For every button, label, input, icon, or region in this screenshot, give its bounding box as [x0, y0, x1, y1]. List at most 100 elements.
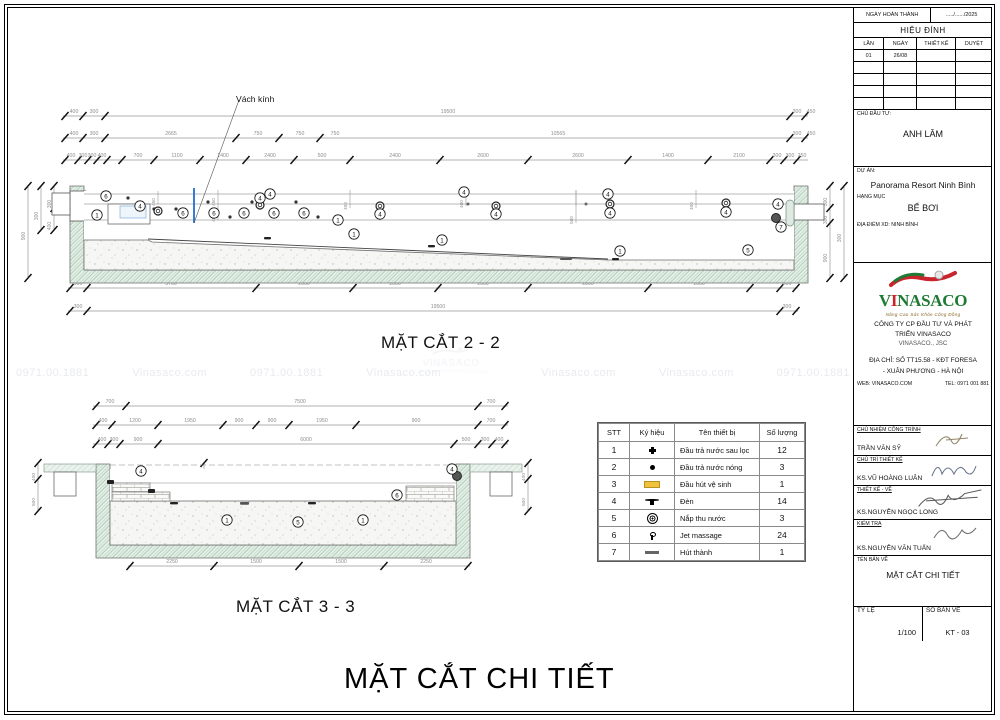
- completion-value: ...../....../2025: [945, 12, 978, 18]
- legend-no: 2: [598, 458, 630, 476]
- revision-ngay: [884, 86, 918, 97]
- svg-text:700: 700: [487, 418, 496, 424]
- svg-text:750: 750: [296, 131, 305, 137]
- drawing-name-block: TÊN BẢN VẼ MẶT CẮT CHI TIẾT: [854, 556, 992, 607]
- svg-text:2250: 2250: [420, 559, 432, 565]
- signature-mark: [935, 433, 969, 447]
- svg-text:400: 400: [70, 131, 79, 137]
- legend-qty: 1: [759, 475, 805, 493]
- scale-cell: TỶ LỆ 1/100: [854, 607, 923, 641]
- svg-text:1400: 1400: [662, 153, 674, 159]
- svg-text:2600: 2600: [572, 153, 584, 159]
- project-label: DỰ ÁN:: [857, 168, 876, 174]
- owner-label: CHỦ ĐẦU TƯ:: [857, 111, 892, 117]
- svg-text:2400: 2400: [264, 153, 276, 159]
- svg-text:6: 6: [104, 193, 108, 200]
- svg-text:4: 4: [494, 211, 498, 218]
- legend-name: Đầu trả nước nóng: [674, 458, 760, 476]
- company-name-line2: TRIỂN VINASACO: [895, 330, 951, 338]
- legend-row: 2 Đầu trả nước nóng 3: [598, 458, 805, 476]
- svg-text:4: 4: [606, 191, 610, 198]
- svg-text:4: 4: [139, 468, 143, 475]
- title-block: NGÀY HOÀN THÀNH ...../....../2025 HIỆU Đ…: [853, 8, 992, 711]
- signature-role: CHỦ NHIỆM CÔNG TRÌNH: [857, 427, 921, 433]
- svg-text:4: 4: [258, 195, 262, 202]
- svg-text:1950: 1950: [316, 418, 328, 424]
- item-value: BỂ BƠI: [907, 203, 939, 213]
- item-label: HẠNG MỤC: [857, 194, 886, 200]
- svg-text:400: 400: [459, 200, 464, 208]
- company-telephone: TEL: 0971 001 881: [944, 381, 989, 388]
- signature-name: KS.VŨ HOÀNG LUÂN: [857, 475, 923, 482]
- svg-text:2665: 2665: [165, 131, 177, 137]
- legend-header-name: Tên thiết bị: [674, 423, 760, 442]
- svg-text:6: 6: [212, 210, 216, 217]
- signature-name: KS.NGUYỄN VĂN TUẤN: [857, 545, 931, 552]
- legend-name: Đầu hút vệ sinh: [674, 475, 760, 493]
- revision-thietke: [917, 98, 957, 109]
- legend-row: 3 Đầu hút vệ sinh 1: [598, 475, 805, 493]
- company-website: WEB: VINASACO.COM: [857, 381, 913, 388]
- glass-wall-annotation: Vách kính: [236, 94, 275, 104]
- signature-block-thiet-ke: THIẾT KẾ - VẼ KS.NGUYỄN NGỌC LONG: [854, 486, 992, 520]
- svg-text:400: 400: [521, 473, 527, 481]
- legend-qty: 14: [759, 492, 805, 510]
- signature-role: THIẾT KẾ - VẼ: [857, 487, 892, 493]
- section-caption-3-3: MẶT CẮT 3 - 3: [236, 597, 356, 616]
- sheet-outer-border: [4, 4, 995, 715]
- legend-header-row: STT Ký hiệu Tên thiết bị Số lượng: [598, 423, 805, 442]
- legend-header-qty: Số lượng: [759, 423, 805, 442]
- svg-text:400: 400: [98, 437, 107, 443]
- revision-thietke: [917, 74, 957, 85]
- svg-text:750: 750: [254, 131, 263, 137]
- svg-text:1500: 1500: [335, 559, 347, 565]
- completion-row: NGÀY HOÀN THÀNH ...../....../2025: [854, 8, 992, 23]
- svg-text:2000: 2000: [298, 281, 310, 287]
- svg-text:300: 300: [74, 304, 83, 310]
- project-block: DỰ ÁN: Panorama Resort Ninh Bình HẠNG MỤ…: [854, 167, 992, 263]
- svg-text:1: 1: [618, 248, 622, 255]
- svg-text:750: 750: [331, 131, 340, 137]
- svg-text:300: 300: [793, 131, 802, 137]
- svg-text:400: 400: [70, 109, 79, 115]
- svg-text:6: 6: [181, 210, 185, 217]
- svg-text:300: 300: [823, 198, 829, 207]
- svg-text:900: 900: [268, 418, 277, 424]
- legend-qty: 12: [759, 441, 805, 459]
- legend-row: 1 Đầu trả nước sau lọc 12: [598, 441, 805, 459]
- legend-no: 3: [598, 475, 630, 493]
- svg-text:2600: 2600: [477, 153, 489, 159]
- revision-row: [854, 86, 992, 98]
- svg-text:1: 1: [225, 517, 229, 524]
- revision-header-duyet: DUYỆT: [964, 40, 984, 47]
- dot-icon: [629, 458, 675, 476]
- drawing-area: 0971.00.1881 Vinasaco.com 0971.00.1881 V…: [8, 8, 853, 711]
- legend-header-stt: STT: [598, 423, 630, 442]
- legend-no: 5: [598, 509, 630, 527]
- svg-text:2100: 2100: [733, 153, 745, 159]
- revision-header-lan: LẦN: [854, 38, 885, 49]
- svg-text:5700: 5700: [165, 281, 177, 287]
- svg-text:300: 300: [783, 281, 792, 287]
- signature-block-kiem-tra: KIỂM TRA KS.NGUYỄN VĂN TUẤN: [854, 520, 992, 556]
- legend-no: 7: [598, 543, 630, 561]
- revision-header-ngay: NGÀY: [884, 38, 918, 49]
- svg-text:300: 300: [88, 153, 97, 159]
- svg-text:900: 900: [823, 254, 829, 263]
- revision-duyet: [956, 86, 992, 97]
- svg-text:400: 400: [47, 222, 53, 231]
- signature-mark: [933, 527, 977, 540]
- legend-no: 6: [598, 526, 630, 544]
- svg-text:300: 300: [47, 200, 53, 209]
- svg-text:4: 4: [378, 211, 382, 218]
- completion-label: NGÀY HOÀN THÀNH: [854, 8, 932, 22]
- company-address-line1: ĐỊA CHỈ: SỐ TT15.58 - KĐT FORESA: [869, 356, 977, 364]
- signature-role: CHỦ TRÌ THIẾT KẾ: [857, 457, 903, 463]
- svg-text:300: 300: [783, 304, 792, 310]
- svg-text:1: 1: [95, 212, 99, 219]
- legend-row: 4 Đèn 14: [598, 492, 805, 510]
- revision-thietke: [917, 86, 957, 97]
- svg-text:19500: 19500: [431, 304, 446, 310]
